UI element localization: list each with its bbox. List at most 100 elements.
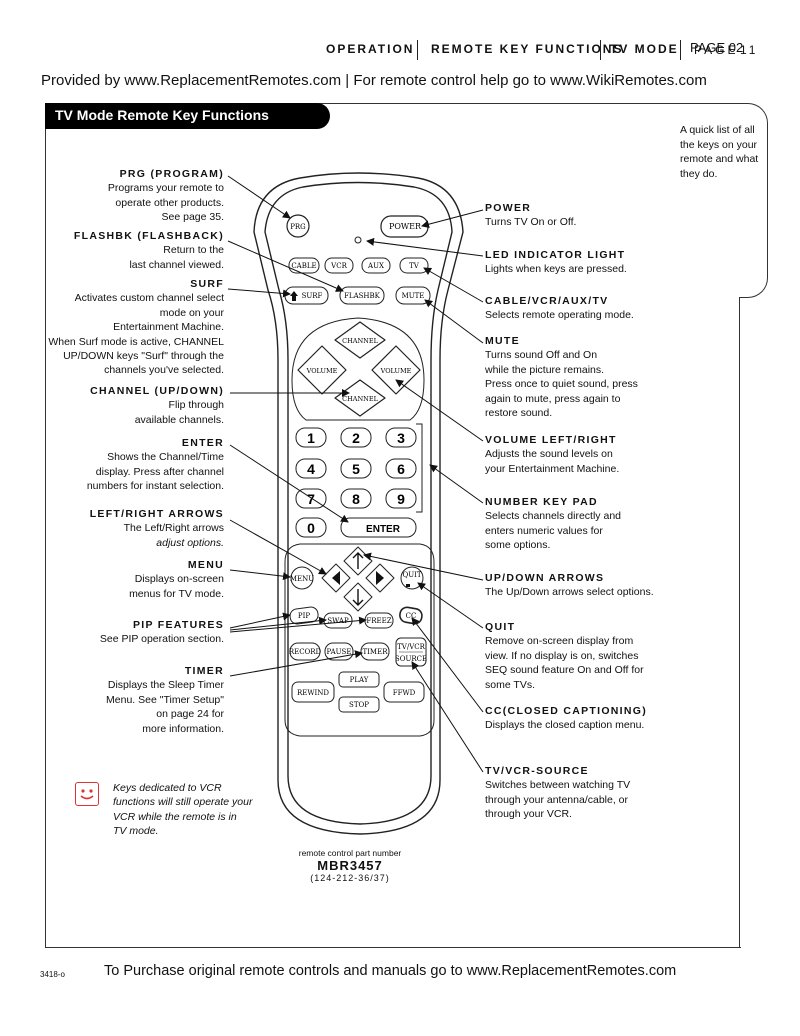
digit-4-button[interactable]: 4 [295, 458, 327, 479]
leader-pip-1 [229, 612, 291, 629]
leader-mode-keys [423, 267, 484, 303]
header-section-tv-mode: TV MODE [610, 42, 679, 56]
vcr-note-text: Keys dedicated to VCR functions will sti… [113, 782, 253, 838]
leader-pip-3 [229, 616, 367, 633]
swap-button[interactable]: SWAP [323, 612, 353, 629]
label-desc: Return to the [163, 244, 224, 257]
tv-button[interactable]: TV [399, 257, 429, 274]
cc-button[interactable]: CC [399, 606, 423, 625]
label-title: TIMER [184, 665, 224, 677]
enter-label: ENTER [366, 524, 401, 535]
leader-led [366, 237, 484, 257]
quit-button[interactable]: QUIT [400, 566, 424, 590]
label-volume: VOLUME LEFT/RIGHT Adjusts the sound leve… [485, 433, 619, 476]
timer-button[interactable]: TIMER [360, 642, 390, 661]
arrow-down-button[interactable] [343, 582, 373, 612]
digit-1-button[interactable]: 1 [295, 427, 327, 448]
label-title: CC(CLOSED CAPTIONING) [485, 705, 648, 717]
arrow-right-button[interactable] [365, 563, 395, 593]
label-desc: more information. [142, 722, 224, 735]
label-menu: MENU Displays on-screen menus for TV mod… [129, 558, 224, 601]
label-desc: Press once to quiet sound, press [485, 378, 638, 391]
tvvcr-source-button[interactable]: TV/VCR SOURCE [395, 637, 427, 667]
digit-0-button[interactable]: 0 [295, 517, 327, 538]
label-desc: on page 24 for [156, 708, 224, 721]
play-label: PLAY [350, 676, 369, 684]
label-desc: enters numeric values for [485, 524, 603, 537]
label-desc: When Surf mode is active, CHANNEL [48, 335, 224, 348]
leader-power [421, 209, 484, 229]
digit-9-button[interactable]: 9 [385, 488, 417, 509]
leader-cc [411, 617, 484, 713]
label-title: TV/VCR-SOURCE [485, 765, 589, 777]
label-desc: Entertainment Machine. [113, 321, 224, 334]
channel-down-button[interactable]: CHANNEL [334, 379, 386, 417]
digit-7-label: 7 [307, 491, 315, 507]
mute-button[interactable]: MUTE [395, 286, 431, 305]
volume-right-label: VOLUME [380, 367, 412, 375]
digit-8-button[interactable]: 8 [340, 488, 372, 509]
tv-label: TV [409, 262, 420, 270]
label-desc: The Up/Down arrows select options. [485, 586, 654, 599]
power-label: POWER [389, 222, 422, 231]
provided-by-text: Provided by www.ReplacementRemotes.com |… [41, 72, 707, 89]
label-desc: Shows the Channel/Time [107, 451, 224, 464]
prg-label: PRG [290, 223, 306, 231]
section-title: TV Mode Remote Key Functions [55, 107, 269, 123]
page-header: OPERATION REMOTE KEY FUNCTIONS TV MODE P… [0, 40, 800, 62]
leader-surf [227, 288, 291, 298]
digit-3-button[interactable]: 3 [385, 427, 417, 448]
surf-button[interactable]: SURF [284, 286, 329, 305]
ffwd-button[interactable]: FFWD [383, 681, 425, 703]
header-page-label: PAGE [694, 43, 739, 57]
flashbk-button[interactable]: FLASHBK [339, 286, 385, 305]
volume-left-label: VOLUME [306, 367, 338, 375]
label-desc: operate other products. [115, 196, 224, 209]
arrow-left-button[interactable] [321, 563, 351, 593]
tvvcr-label: TV/VCR [397, 643, 425, 651]
surf-label: SURF [302, 292, 323, 300]
rewind-label: REWIND [297, 689, 329, 697]
pip-label: PIP [298, 612, 310, 620]
rewind-button[interactable]: REWIND [291, 681, 335, 703]
digit-3-label: 3 [397, 430, 405, 446]
label-title: PRG (PROGRAM) [119, 168, 224, 180]
vcr-note-icon [75, 782, 99, 806]
label-title: QUIT [485, 621, 516, 633]
label-desc: menus for TV mode. [129, 587, 224, 600]
freeze-button[interactable]: FREEZ [364, 612, 394, 629]
channel-up-button[interactable]: CHANNEL [334, 321, 386, 359]
stop-button[interactable]: STOP [338, 696, 380, 713]
leader-left-right [229, 519, 327, 575]
digit-5-button[interactable]: 5 [340, 458, 372, 479]
record-button[interactable]: RECORD [289, 642, 322, 661]
digit-6-button[interactable]: 6 [385, 458, 417, 479]
prg-button[interactable]: PRG [286, 214, 310, 238]
label-title: FLASHBK (FLASHBACK) [73, 230, 224, 242]
label-title: NUMBER KEY PAD [485, 496, 598, 508]
mute-label: MUTE [402, 292, 425, 300]
label-desc: view. If no display is on, switches [485, 649, 639, 662]
play-button[interactable]: PLAY [338, 671, 380, 688]
digit-2-button[interactable]: 2 [340, 427, 372, 448]
leader-mute [424, 299, 484, 344]
volume-right-button[interactable]: VOLUME [371, 345, 421, 395]
vcr-button[interactable]: VCR [324, 257, 354, 274]
aux-button[interactable]: AUX [361, 257, 391, 274]
quick-list-note: A quick list of all the keys on your rem… [680, 124, 759, 180]
digit-0-label: 0 [307, 520, 315, 536]
label-desc: Flip through [168, 399, 224, 412]
cable-button[interactable]: CABLE [288, 257, 320, 274]
enter-button[interactable]: ENTER [340, 517, 417, 538]
volume-left-button[interactable]: VOLUME [297, 345, 347, 395]
digit-6-label: 6 [397, 461, 405, 477]
menu-button[interactable]: MENU [290, 566, 314, 590]
footer-text: To Purchase original remote controls and… [104, 963, 677, 979]
arrow-up-button[interactable] [343, 546, 373, 576]
ffwd-label: FFWD [393, 689, 416, 697]
freeze-label: FREEZ [366, 617, 391, 625]
menu-label: MENU [290, 575, 314, 583]
frame-gap [739, 104, 743, 297]
power-button[interactable]: POWER [380, 215, 429, 238]
header-divider [600, 40, 601, 60]
